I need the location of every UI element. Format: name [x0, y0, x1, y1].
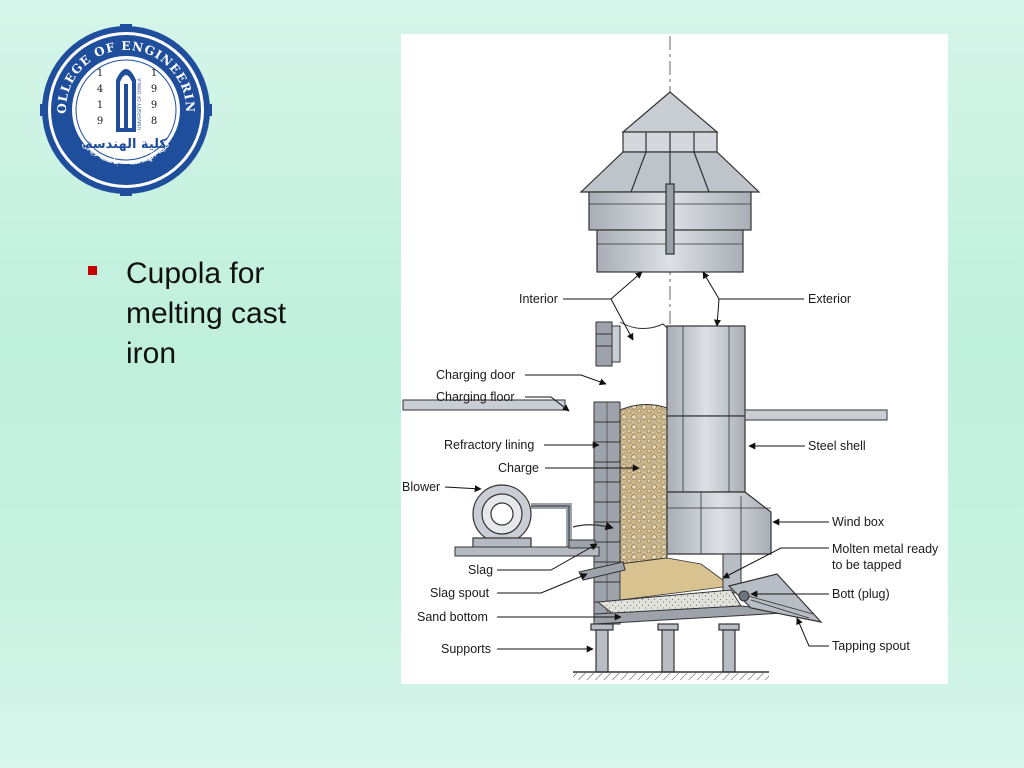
label-interior: Interior: [519, 292, 558, 306]
cupola-diagram: Interior Exterior Charging door Charging…: [401, 34, 948, 684]
label-charging-floor: Charging floor: [436, 390, 515, 404]
label-wind-box: Wind box: [832, 515, 885, 529]
label-steel-shell: Steel shell: [808, 439, 866, 453]
label-blower: Blower: [402, 480, 440, 494]
college-logo: COLLEGE OF ENGINEERING كلية الهندسة - جا…: [34, 13, 212, 196]
bullet-item: Cupola for melting cast iron: [126, 254, 346, 374]
logo-year-left-1: 1: [97, 68, 103, 79]
label-charging-door: Charging door: [436, 368, 515, 382]
label-slag: Slag: [468, 563, 493, 577]
blower-base: [454, 546, 600, 557]
bullet-square-icon: [88, 266, 97, 275]
label-refractory-lining: Refractory lining: [444, 438, 534, 452]
logo-year-right-2: 9: [151, 84, 157, 95]
label-bott-plug: Bott (plug): [832, 587, 890, 601]
refractory-lining: [593, 401, 621, 625]
charging-door: [595, 321, 621, 367]
label-molten-metal-line1: Molten metal ready: [832, 542, 939, 556]
label-slag-spout: Slag spout: [430, 586, 490, 600]
cupola-cap: [579, 91, 761, 273]
logo-year-right-3: 9: [151, 100, 157, 111]
bullet-line-3: iron: [126, 337, 177, 370]
ground-hatch: [573, 673, 769, 680]
steel-shell: [666, 325, 746, 493]
label-charge: Charge: [498, 461, 539, 475]
logo-year-left-3: 1: [97, 100, 103, 111]
bott-plug: [738, 590, 750, 602]
logo-year-left-4: 9: [97, 116, 103, 127]
arch-emblem-icon: [116, 69, 136, 132]
logo-vertical-text: UNIVERSITY OF DIYALA: [137, 77, 143, 130]
logo-year-right-4: 8: [151, 116, 157, 127]
wind-box: [666, 491, 772, 555]
logo-center-text: كلية الهندسة: [85, 137, 167, 152]
supports: [590, 623, 740, 673]
charging-floor-right: [744, 409, 888, 421]
logo-year-right-1: 1: [151, 68, 157, 79]
molten-metal-pool: [619, 557, 733, 601]
logo-year-left-2: 4: [97, 84, 103, 95]
bullet-line-2: melting cast: [126, 297, 287, 330]
label-supports: Supports: [441, 642, 491, 656]
label-tapping-spout: Tapping spout: [832, 639, 910, 653]
blower: [472, 484, 594, 549]
label-sand-bottom: Sand bottom: [417, 610, 488, 624]
leader-lines: [444, 271, 829, 653]
charge-material: [619, 404, 668, 565]
bullet-line-1: Cupola for: [126, 257, 265, 290]
label-exterior: Exterior: [808, 292, 851, 306]
label-molten-metal-line2: to be tapped: [832, 558, 902, 572]
